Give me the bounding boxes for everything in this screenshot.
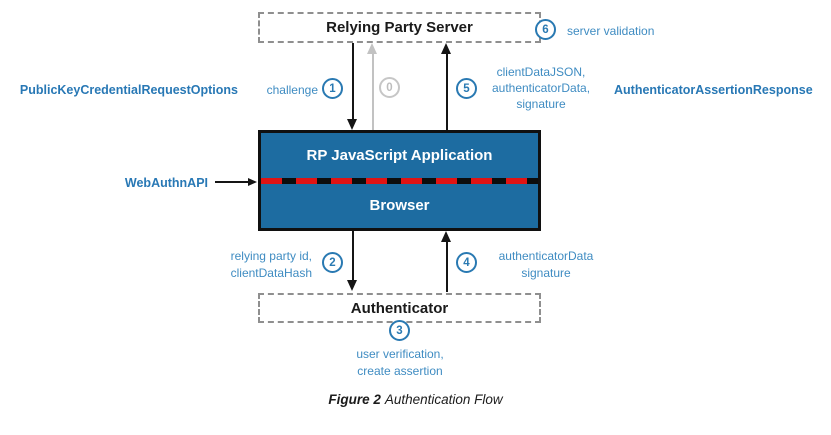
relying-party-server-label: Relying Party Server: [326, 19, 473, 36]
step-2-label: relying party id, clientDataHash: [190, 248, 312, 281]
webauthnapi-label: WebAuthnAPI: [124, 176, 208, 190]
webauthnapi-right-arrowhead-icon: [248, 178, 257, 186]
step-2-number: 2: [329, 256, 336, 269]
arrow-0-line: [372, 53, 374, 130]
server-validation-label: server validation: [567, 24, 655, 38]
relying-party-server-box: Relying Party Server: [258, 12, 541, 43]
webauthnapi-arrow-line: [215, 181, 249, 183]
arrow-0-up-arrowhead-icon: [367, 43, 377, 54]
rp-javascript-application-section: RP JavaScript Application: [261, 133, 538, 178]
step-5-label-line2: authenticatorData,: [491, 81, 591, 95]
step-2-badge: 2: [322, 252, 343, 273]
arrow-5-line: [446, 53, 448, 130]
step-4-number: 4: [463, 256, 470, 269]
browser-section: Browser: [261, 184, 538, 229]
step-4-badge: 4: [456, 252, 477, 273]
step-1-badge: 1: [322, 78, 343, 99]
figure-title: Authentication Flow: [384, 392, 503, 407]
step-4-label-line1: authenticatorData: [498, 249, 594, 263]
publickeycredentialrequestoptions-label: PublicKeyCredentialRequestOptions: [19, 83, 238, 97]
rp-javascript-application-label: RP JavaScript Application: [306, 146, 493, 164]
step-5-label-line3: signature: [516, 97, 566, 111]
browser-app-box: RP JavaScript Application Browser: [258, 130, 541, 231]
step-1-number: 1: [329, 82, 336, 95]
step-2-label-line1: relying party id,: [230, 249, 312, 263]
step-5-label-line1: clientDataJSON,: [496, 65, 586, 79]
arrow-2-line: [352, 231, 354, 280]
webauthn-api-boundary-line: [261, 177, 538, 184]
step-2-label-line2: clientDataHash: [230, 265, 312, 280]
arrow-1-down-arrowhead-icon: [347, 119, 357, 130]
step-3-label: user verification, create assertion: [330, 346, 470, 379]
arrow-4-up-arrowhead-icon: [441, 231, 451, 242]
arrow-5-up-arrowhead-icon: [441, 43, 451, 54]
step-5-label: clientDataJSON, authenticatorData, signa…: [482, 64, 600, 112]
step-3-label-line2: create assertion: [357, 363, 443, 378]
step-4-label-line2: signature: [521, 265, 571, 280]
step-0-badge: 0: [379, 77, 400, 98]
step-5-number: 5: [463, 82, 470, 95]
step-6-badge: 6: [535, 19, 556, 40]
step-6-number: 6: [542, 23, 549, 36]
arrow-4-line: [446, 242, 448, 292]
challenge-label: challenge: [266, 83, 318, 97]
authenticator-box: Authenticator: [258, 293, 541, 323]
step-4-label: authenticatorData signature: [487, 248, 605, 281]
authenticatorassertionresponse-label: AuthenticatorAssertionResponse: [614, 83, 813, 97]
step-0-number: 0: [386, 81, 393, 94]
arrow-1-line: [352, 43, 354, 120]
step-3-badge: 3: [389, 320, 410, 341]
browser-label: Browser: [369, 197, 430, 215]
figure-number: Figure 2: [328, 392, 381, 407]
arrow-2-down-arrowhead-icon: [347, 280, 357, 291]
step-3-number: 3: [396, 324, 403, 337]
authenticator-label: Authenticator: [350, 299, 449, 317]
step-3-label-line1: user verification,: [356, 347, 444, 361]
step-5-badge: 5: [456, 78, 477, 99]
